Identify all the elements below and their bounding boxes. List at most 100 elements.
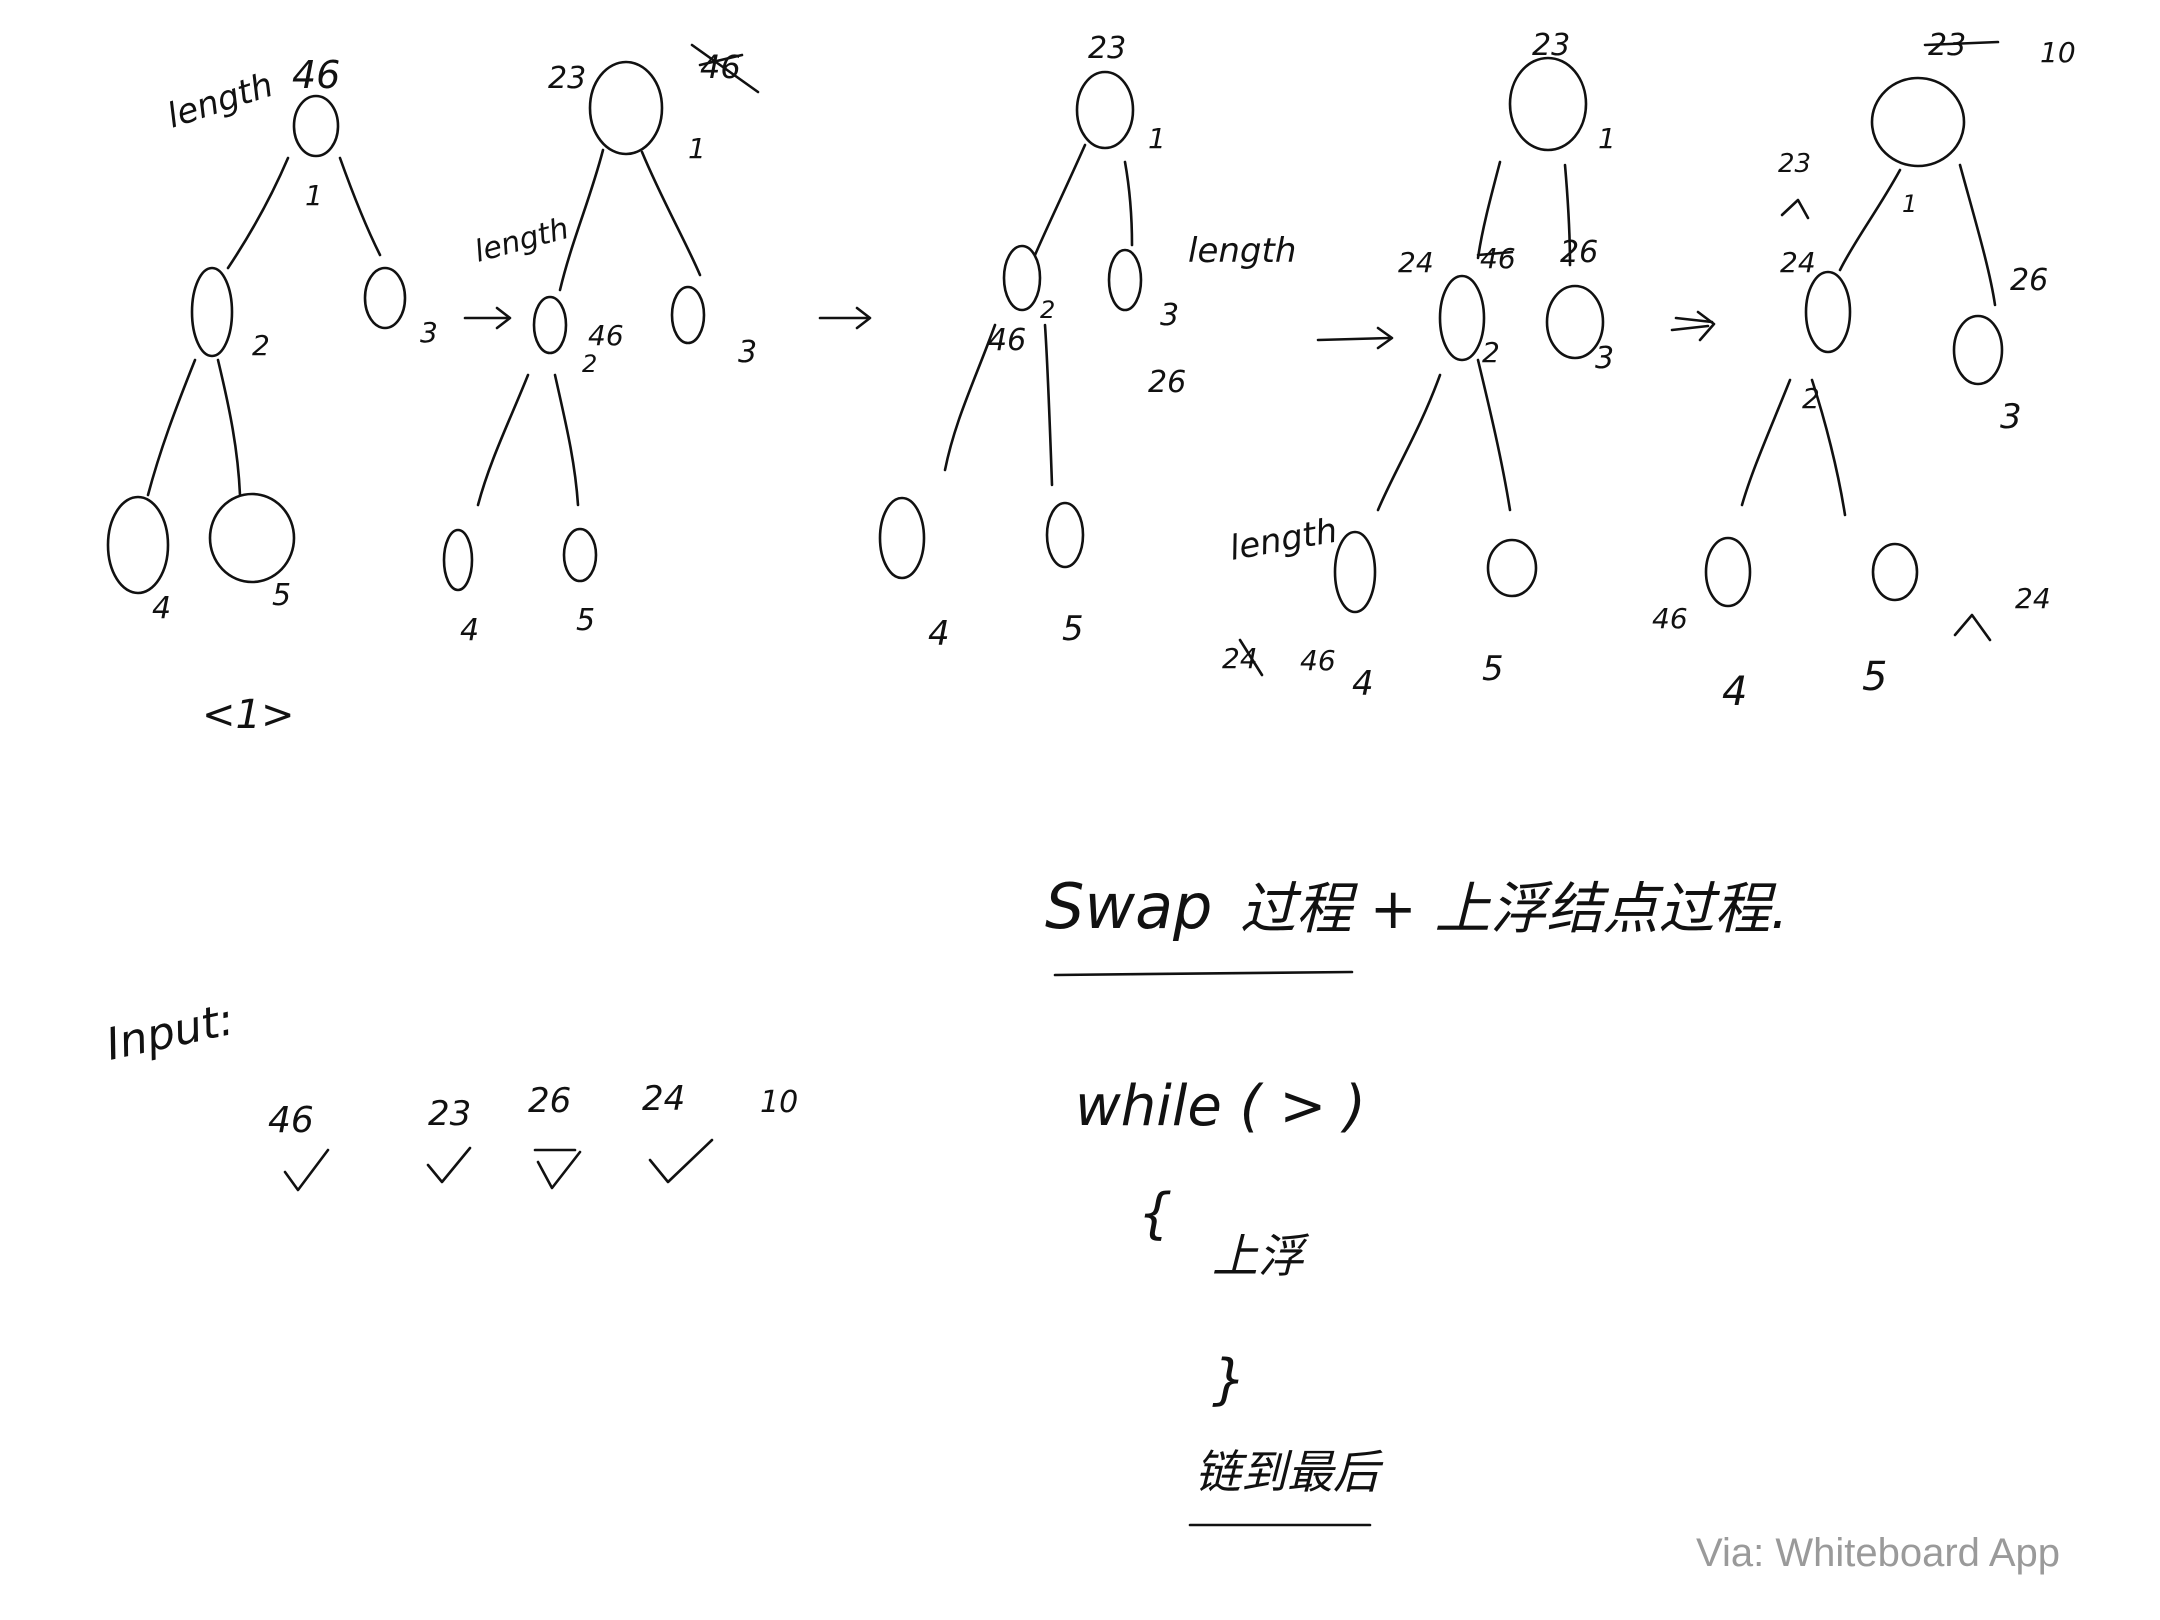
input-value: 46 [268, 1100, 314, 1141]
check-icon [648, 1138, 714, 1184]
crossed-value: 46 [700, 48, 741, 86]
tree-edge [1563, 163, 1572, 267]
heap-node [292, 94, 340, 158]
input-label: Input: [102, 994, 239, 1071]
input-list: Input: 46 23 26 24 10 [102, 994, 798, 1192]
footer-note: 链到最后 [1195, 1445, 1384, 1499]
node-index: 2 [252, 329, 270, 362]
node-index: 1 [688, 132, 706, 165]
note-value: 23 [1778, 149, 1811, 179]
transition-arrow [818, 306, 872, 330]
node-value: 46 [1652, 602, 1688, 635]
heap-node [1045, 501, 1085, 569]
watermark: Via: Whiteboard App [1696, 1531, 2060, 1575]
input-item: 26 [528, 1081, 582, 1190]
node-index: 2 [582, 350, 597, 378]
node-index: 2 [1482, 336, 1500, 369]
check-icon [426, 1146, 472, 1184]
swap-mark [1780, 198, 1810, 220]
tree-edge [1043, 323, 1054, 487]
brace-open: { [1138, 1182, 1172, 1245]
heap-tree-step-2: 23 46 1 2 3 4 5 length 46 [442, 43, 760, 648]
tree-edge [1740, 378, 1792, 507]
node-value: 26 [1560, 235, 1598, 270]
tree-edge [1838, 168, 1902, 272]
input-value: 26 [528, 1081, 571, 1121]
node-index: 5 [1862, 654, 1887, 700]
node-value: 24 [2015, 582, 2051, 615]
heap-node [190, 266, 234, 358]
while-line: while ( > ) [1075, 1074, 1366, 1139]
node-index: 1 [1598, 122, 1616, 155]
heap-node [588, 60, 664, 156]
tree-edge [943, 323, 997, 472]
node-value: 46 [988, 323, 1026, 358]
node-value: 26 [2010, 263, 2048, 298]
node-index: 1 [1902, 190, 1917, 218]
length-pointer-label: length [1188, 231, 1296, 271]
node-value: 10 [2040, 36, 2076, 69]
node-index: 3 [420, 316, 438, 349]
heap-node [1002, 244, 1042, 312]
heap-node [1871, 542, 1919, 602]
node-index: 5 [576, 603, 595, 638]
tree-edge [1476, 160, 1502, 260]
tree-edge [553, 373, 580, 507]
heap-node [1545, 284, 1605, 360]
heap-node [1508, 56, 1588, 152]
heap-node [562, 527, 598, 583]
heap-node [1107, 248, 1143, 312]
node-value: 46 [1300, 644, 1336, 677]
node-index: 4 [1722, 669, 1747, 715]
node-index: 3 [1595, 341, 1614, 376]
tree-edge [216, 358, 242, 497]
swap-title-rest: 过程 + 上浮结点过程. [1240, 877, 1788, 942]
heap-node [1952, 314, 2004, 386]
check-icon [283, 1148, 330, 1192]
node-value: 46 [588, 319, 624, 352]
input-value: 23 [428, 1094, 471, 1134]
node-index: 2 [1802, 382, 1820, 415]
node-value: 23 [1532, 28, 1570, 63]
heap-node [1075, 70, 1135, 150]
tree-edge [1123, 160, 1134, 247]
tree-edge [146, 358, 197, 497]
heap-node [878, 496, 926, 580]
node-index: 5 [1062, 609, 1084, 649]
strikethrough-mark [690, 43, 760, 94]
node-value: 46 [292, 53, 340, 97]
input-value: 24 [642, 1079, 685, 1119]
check-icon [536, 1150, 582, 1190]
input-item: 23 [426, 1094, 472, 1184]
heap-node [106, 495, 170, 595]
node-index: 5 [1482, 649, 1504, 689]
length-pointer-label: length [471, 211, 572, 270]
node-value: 23 [548, 61, 586, 96]
heap-node [1333, 530, 1377, 614]
tree-edge [226, 156, 290, 270]
node-index: 4 [460, 613, 479, 648]
heap-node [1486, 538, 1538, 598]
input-value: 10 [760, 1085, 798, 1120]
length-pointer-label: length [1227, 511, 1341, 569]
brace-close: } [1212, 1348, 1246, 1411]
heap-node [442, 528, 474, 592]
tree-edge [1810, 378, 1847, 517]
heap-tree-step-5: 10 24 26 46 24 1 2 3 4 5 23 23 [1652, 28, 2076, 715]
heap-tree-step-3: 23 46 26 1 2 3 4 5 length [878, 31, 1296, 654]
tree-edge [1958, 163, 1997, 307]
strikethrough-mark [1923, 40, 2000, 47]
node-index: 4 [152, 591, 171, 626]
node-index: 5 [272, 578, 291, 613]
crossed-value: 46 [1480, 242, 1516, 275]
loop-body: 上浮 [1212, 1229, 1310, 1283]
node-index: 1 [305, 179, 323, 212]
tree-edge [476, 373, 530, 507]
node-index: 4 [928, 614, 950, 654]
node-index: 2 [1040, 296, 1055, 324]
heap-node [670, 285, 706, 345]
swap-mark [1953, 613, 1992, 642]
heap-tree-step-1: 46 1 2 3 4 5 length <1> [106, 53, 438, 738]
input-item: 46 [268, 1100, 330, 1192]
